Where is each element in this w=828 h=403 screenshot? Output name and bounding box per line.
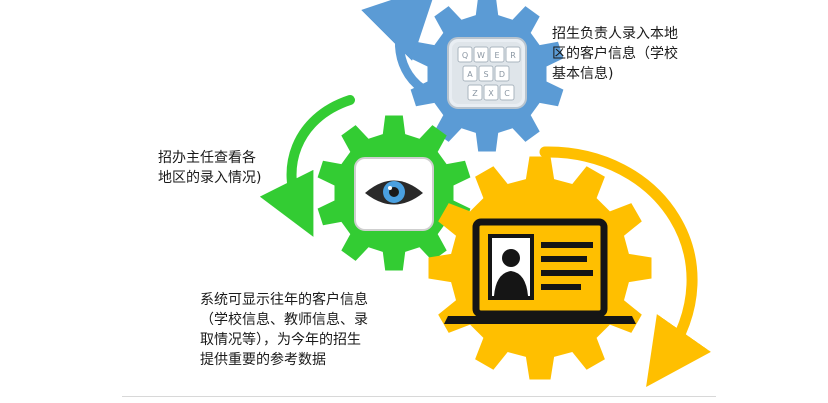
keyboard-key bbox=[457, 46, 473, 63]
keyboard-key bbox=[473, 46, 489, 63]
eye-icon bbox=[354, 157, 434, 231]
keyboard-key-label: W bbox=[477, 51, 485, 60]
laptop-profile-icon bbox=[444, 218, 636, 324]
keyboard-key-label: E bbox=[494, 51, 499, 60]
keyboard-key bbox=[467, 84, 483, 101]
blue-cycle-arrow-icon bbox=[361, 0, 438, 97]
caption-line: （学校信息、教师信息、录 bbox=[200, 312, 368, 328]
keyboard-key-label: Q bbox=[462, 51, 468, 60]
keyboard-key bbox=[494, 65, 510, 82]
yellow-cycle-arrow-icon bbox=[539, 146, 711, 388]
keyboard-key bbox=[499, 84, 515, 101]
caption-line: 地区的录入情况) bbox=[158, 170, 262, 186]
keyboard-key bbox=[505, 46, 521, 63]
keyboard-key-label: S bbox=[483, 70, 488, 79]
keyboard-key-label: R bbox=[510, 51, 516, 60]
keyboard-key-label: Z bbox=[472, 89, 478, 98]
keyboard-key-label: D bbox=[499, 70, 505, 79]
keyboard-key-label: A bbox=[467, 70, 473, 79]
caption-line: 区的客户信息（学校 bbox=[552, 46, 678, 62]
caption-line: 招生负责人录入本地 bbox=[552, 26, 678, 42]
recruiter-caption: 招生负责人录入本地 区的客户信息（学校 基本信息) bbox=[552, 24, 678, 84]
keyboard-key bbox=[483, 84, 499, 101]
caption-line: 基本信息) bbox=[552, 66, 614, 82]
keyboard-key-label: C bbox=[504, 89, 510, 98]
director-caption: 招办主任查看各 地区的录入情况) bbox=[158, 148, 261, 188]
caption-line: 提供重要的参考数据 bbox=[200, 352, 326, 368]
keyboard-key bbox=[462, 65, 478, 82]
bottom-divider bbox=[122, 396, 716, 397]
caption-line: 系统可显示往年的客户信息 bbox=[200, 292, 368, 308]
keyboard-key bbox=[489, 46, 505, 63]
caption-line: 取情况等），为今年的招生 bbox=[200, 332, 361, 348]
system-caption: 系统可显示往年的客户信息 （学校信息、教师信息、录 取情况等），为今年的招生 提… bbox=[200, 290, 368, 370]
green-cycle-arrow-icon bbox=[259, 95, 355, 237]
keyboard-key bbox=[478, 65, 494, 82]
caption-line: 招办主任查看各 bbox=[158, 150, 256, 166]
keyboard-key-label: X bbox=[488, 89, 494, 98]
